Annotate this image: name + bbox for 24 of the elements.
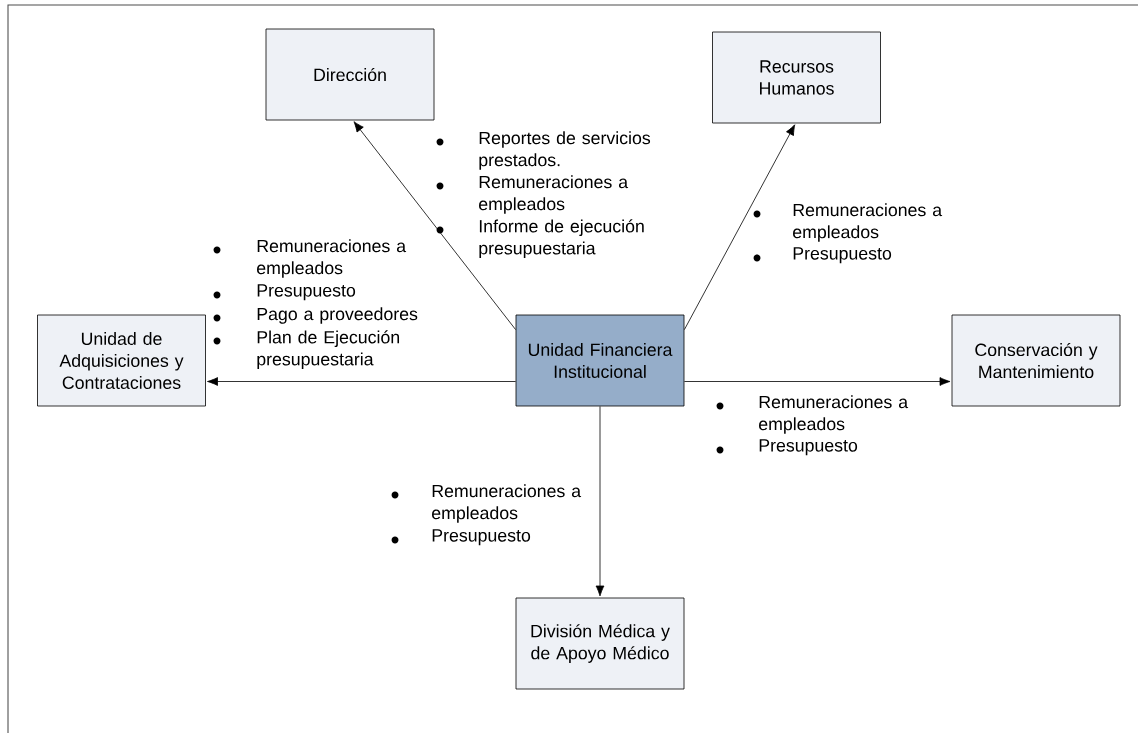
process-box: Dirección: [265, 28, 435, 121]
bullet-item: Remuneraciones a empleados: [436, 175, 629, 214]
bullet-item: Plan de Ejecución presupuestaria: [213, 330, 399, 369]
process-box: Unidad de Adquisiciones y Contrataciones: [37, 314, 206, 407]
arrow: [207, 377, 516, 386]
bullet-item: Informe de ejecución presupuestaria: [436, 219, 644, 258]
bullet-item: Remuneraciones a empleados: [716, 395, 909, 434]
bullet-item: Remuneraciones a empleados: [391, 484, 582, 523]
process-box: Unidad Financiera Institucional: [515, 314, 685, 407]
arrow: [353, 121, 516, 330]
bullet-item: Presupuesto: [213, 284, 356, 301]
arrow: [684, 377, 951, 386]
process-box: Conservación y Mantenimiento: [951, 314, 1121, 407]
bullet-item: Presupuesto: [716, 439, 858, 456]
arrow: [595, 406, 605, 597]
bullet-item: Pago a proveedores: [213, 307, 418, 324]
bullet-item: Remuneraciones a empleados: [753, 203, 943, 242]
arrow: [684, 124, 796, 330]
bullet-item: Reportes de servicios prestados.: [436, 131, 651, 170]
bullet-item: Presupuesto: [753, 247, 892, 264]
process-box: División Médica y de Apoyo Médico: [515, 597, 685, 690]
process-box: Recursos Humanos: [712, 31, 881, 124]
bullet-item: Remuneraciones a empleados: [213, 239, 407, 278]
bullet-item: Presupuesto: [391, 529, 531, 546]
